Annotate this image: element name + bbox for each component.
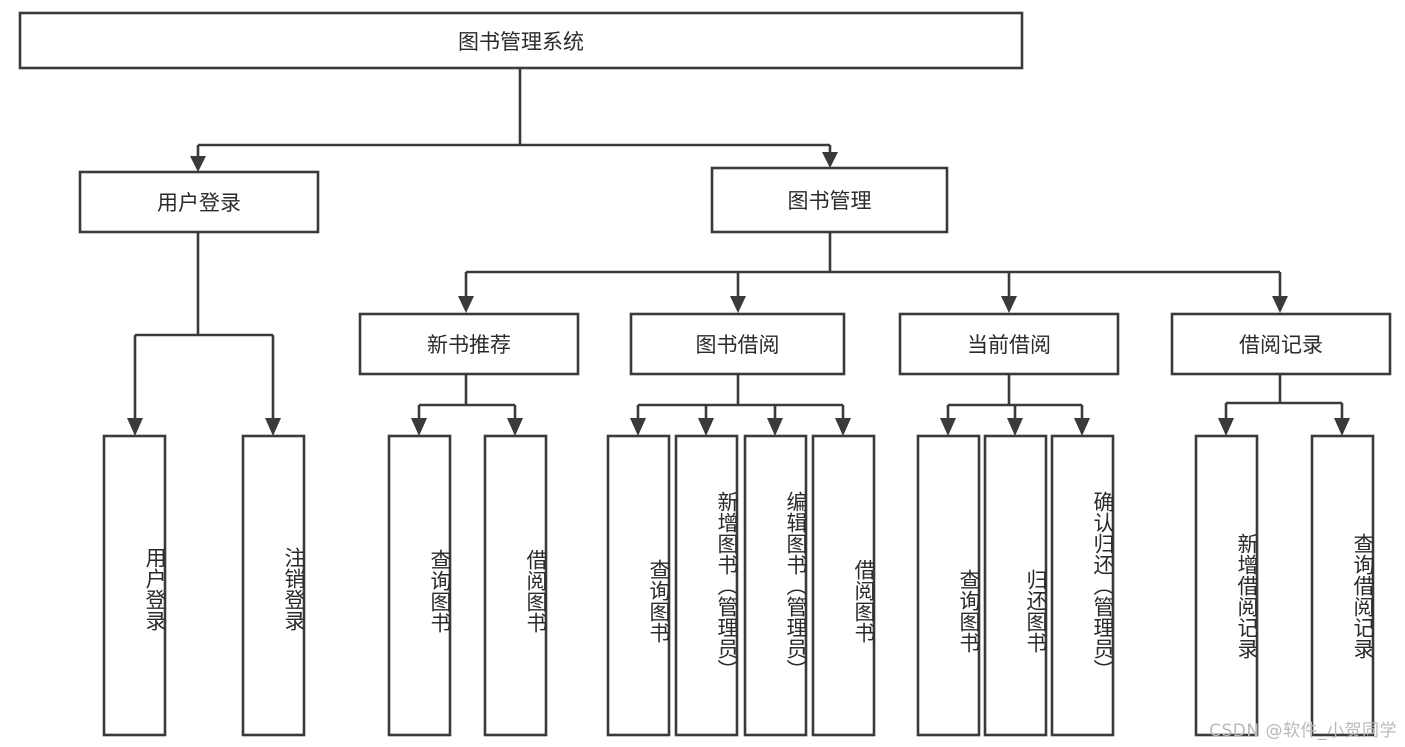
connector-group-bookborrow <box>630 374 851 436</box>
arrow-head-userlogin <box>190 156 206 172</box>
connector-group-currentborrow <box>940 374 1090 436</box>
node-box-leaf-borrow-borrow[interactable] <box>811 434 876 737</box>
node-box-book-borrow[interactable] <box>629 312 846 376</box>
arrow-head-leaf-borrow-add <box>698 418 714 436</box>
node-box-leaf-user-logout[interactable] <box>241 434 306 737</box>
node-box-root[interactable] <box>18 11 1024 70</box>
arrow-head-leaf-current-query <box>940 418 956 436</box>
node-box-borrow-record[interactable] <box>1170 312 1392 376</box>
arrow-head-leaf-user-login <box>127 418 143 436</box>
node-box-book-management[interactable] <box>710 166 949 234</box>
connector-group-borrowrecord <box>1218 374 1350 436</box>
node-box-leaf-newbook-borrow[interactable] <box>483 434 548 737</box>
arrow-head-leaf-current-return <box>1007 418 1023 436</box>
node-box-leaf-borrow-add[interactable] <box>674 434 739 737</box>
connector-group-userlogin <box>127 232 281 436</box>
arrow-head-bookmgmt <box>822 152 838 168</box>
arrow-head-leaf-borrow-edit <box>767 418 783 436</box>
connector-group-newbook <box>411 374 523 436</box>
arrow-head-leaf-current-confirm <box>1074 418 1090 436</box>
node-box-leaf-record-query[interactable] <box>1310 434 1375 737</box>
arrow-head-currentborrow <box>1001 296 1017 313</box>
node-box-leaf-borrow-query[interactable] <box>606 434 671 737</box>
connector-group-bookmgmt <box>458 232 1288 313</box>
node-box-user-login[interactable] <box>78 170 320 234</box>
arrow-head-leaf-borrow-query <box>630 418 646 436</box>
node-box-leaf-current-confirm[interactable] <box>1050 434 1115 737</box>
node-box-leaf-user-login[interactable] <box>102 434 167 737</box>
arrow-head-leaf-record-query <box>1334 418 1350 436</box>
node-box-leaf-record-add[interactable] <box>1194 434 1259 737</box>
arrow-head-leaf-user-logout <box>265 418 281 436</box>
arrow-head-leaf-borrow-borrow <box>835 418 851 436</box>
arrow-head-leaf-record-add <box>1218 418 1234 436</box>
csdn-watermark: CSDN @软件_小贺同学 <box>1209 721 1397 741</box>
arrow-head-borrowrecord <box>1272 296 1288 313</box>
node-box-leaf-current-return[interactable] <box>983 434 1048 737</box>
node-box-leaf-borrow-edit[interactable] <box>743 434 808 737</box>
node-box-new-book-recommend[interactable] <box>358 312 580 376</box>
arrow-head-leaf-newbook-borrow <box>507 418 523 436</box>
node-box-leaf-newbook-query[interactable] <box>387 434 452 737</box>
arrow-head-bookborrow <box>730 296 746 313</box>
arrow-head-newbook <box>458 296 474 313</box>
node-box-leaf-current-query[interactable] <box>916 434 981 737</box>
arrow-head-leaf-newbook-query <box>411 418 427 436</box>
connector-group-root <box>190 68 838 172</box>
node-box-current-borrow[interactable] <box>898 312 1120 376</box>
